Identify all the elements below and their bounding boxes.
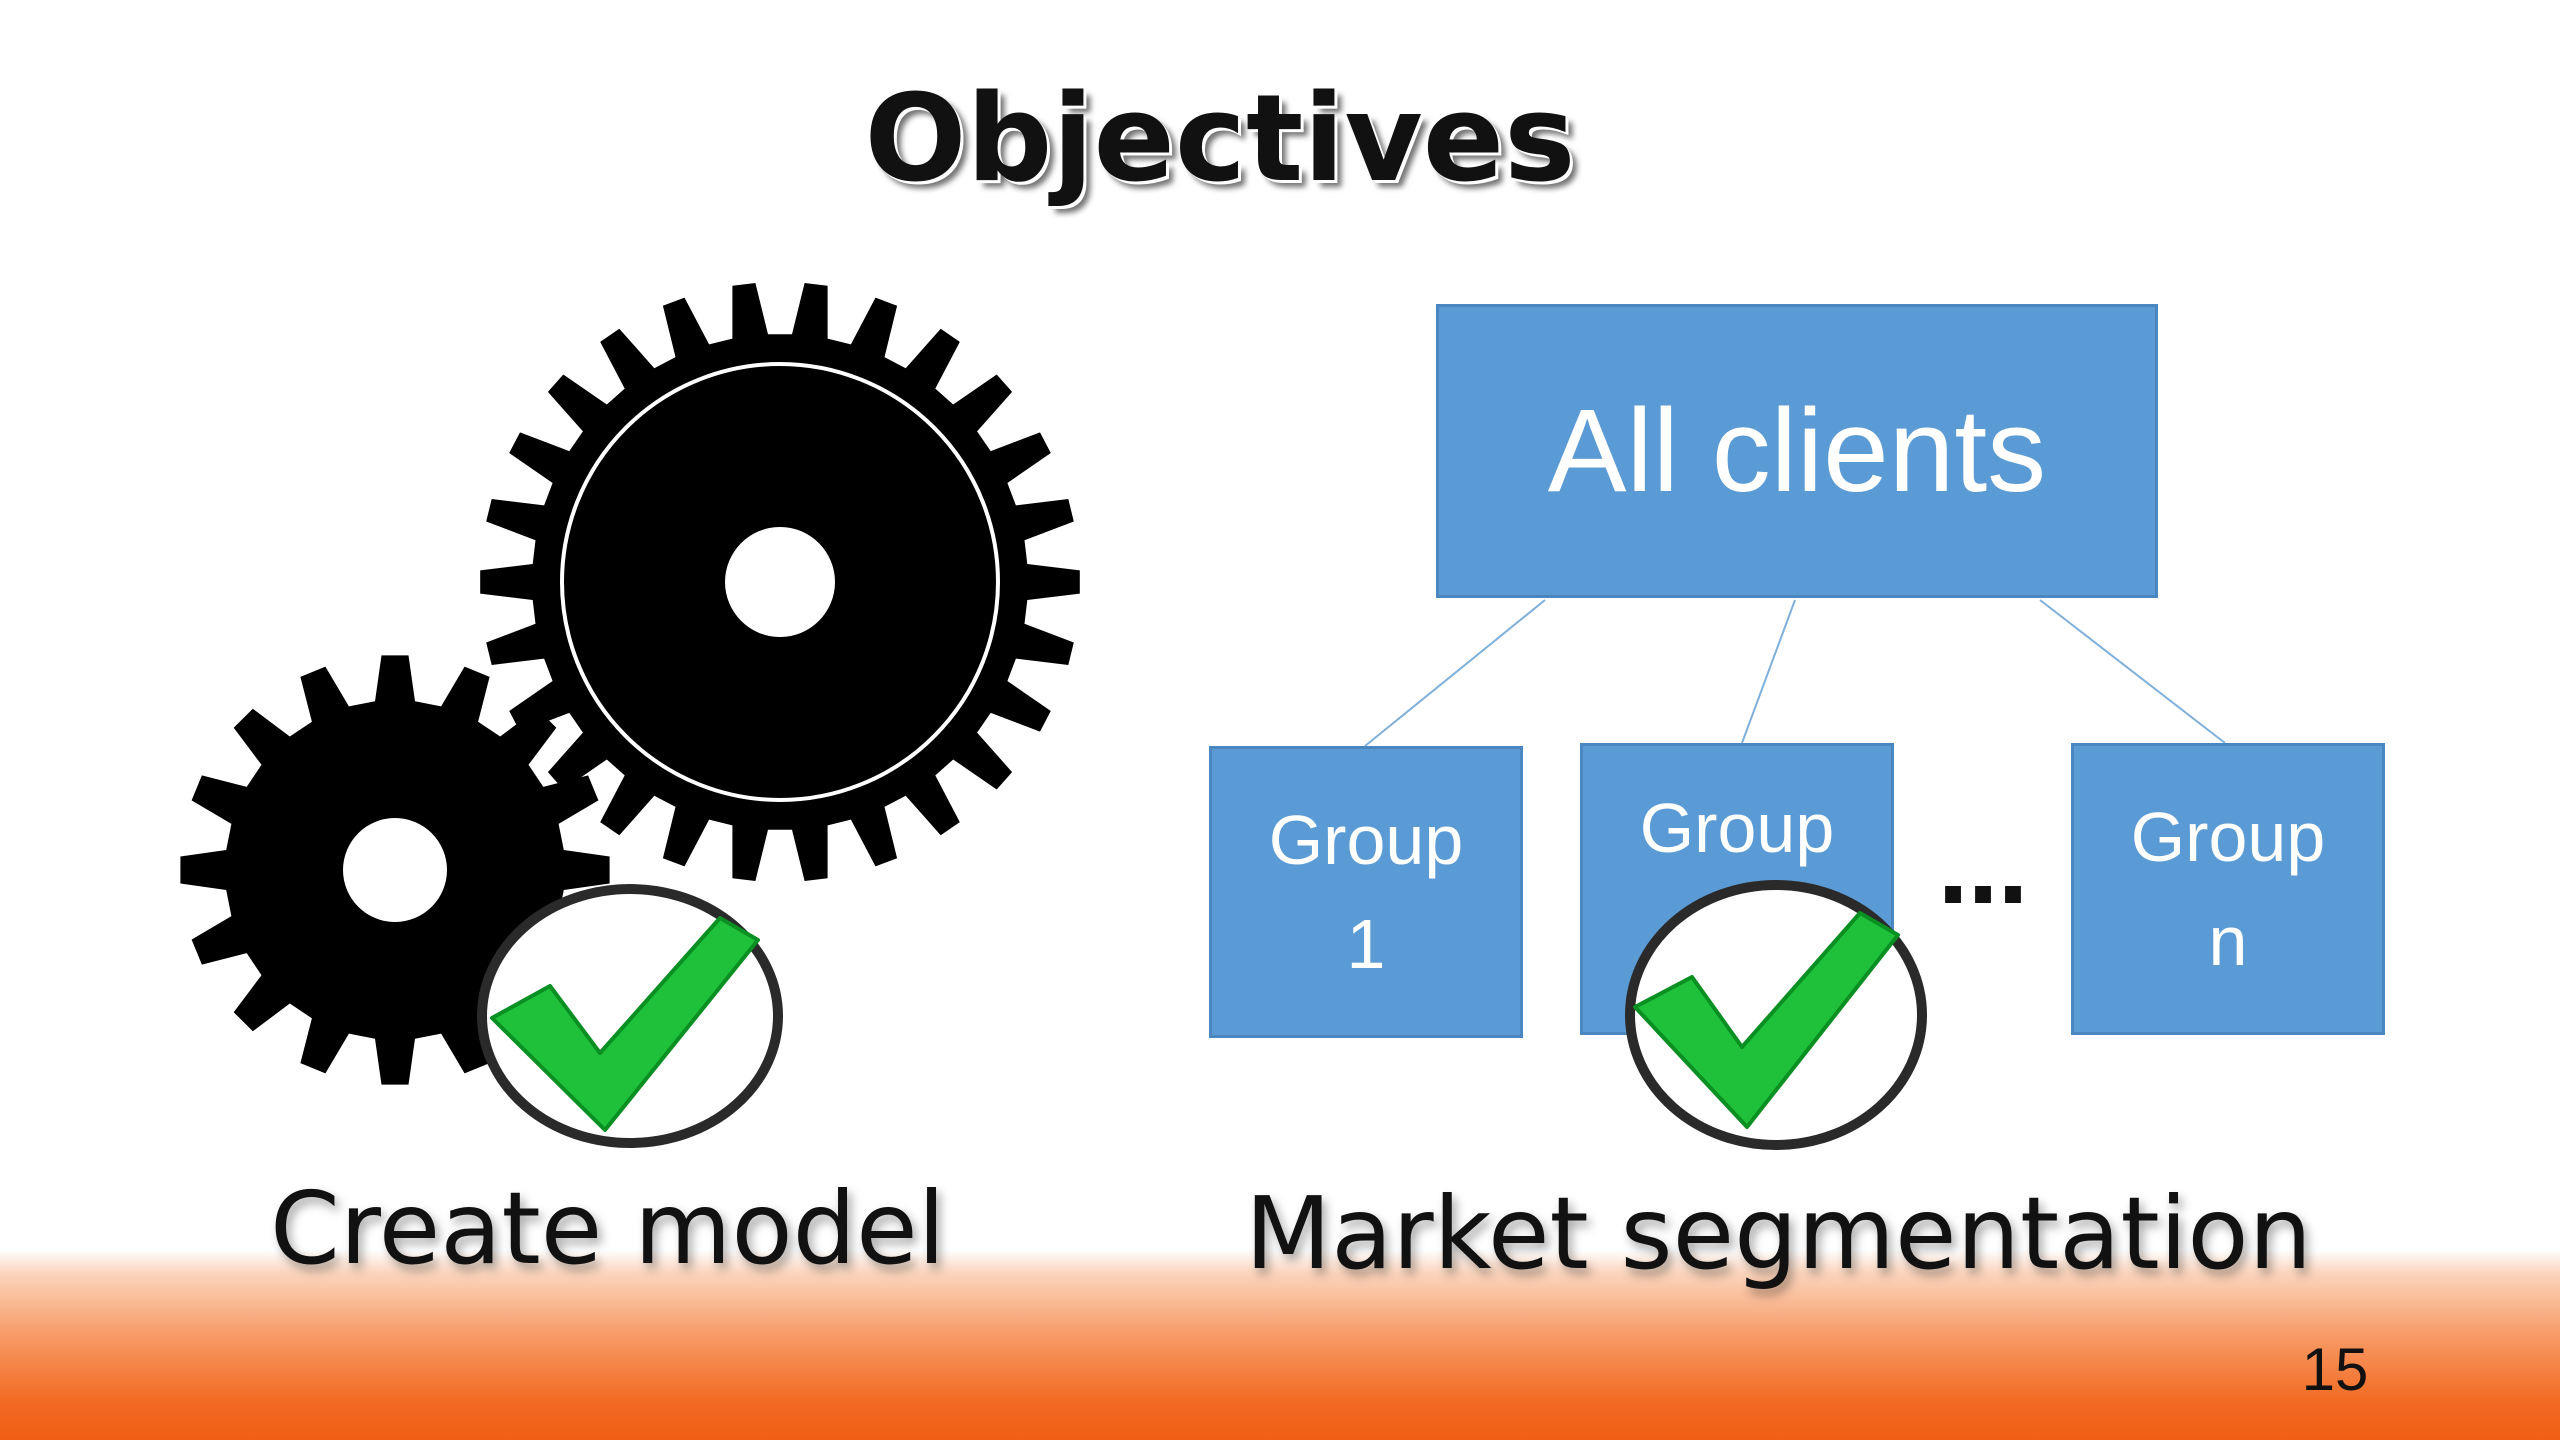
group-node-label: Group xyxy=(1639,789,1835,867)
group-node: Group 1 xyxy=(1209,746,1523,1038)
market-segmentation-check-badge xyxy=(1625,880,1927,1150)
connector-line xyxy=(2039,599,2226,744)
group-node: Group n xyxy=(2071,743,2385,1035)
checkmark-icon xyxy=(490,916,760,1132)
create-model-caption: Create model xyxy=(270,1170,946,1287)
large-gear-icon xyxy=(480,283,1080,881)
gear-hole xyxy=(725,527,835,637)
connector-line xyxy=(1741,599,1796,744)
group-node-index: 1 xyxy=(1346,905,1386,983)
footer-gradient-band xyxy=(0,1250,2560,1440)
page-number: 15 xyxy=(2301,1336,2369,1403)
gear-ring xyxy=(560,362,1000,802)
checkmark-icon xyxy=(1633,911,1900,1129)
create-model-check-badge xyxy=(477,884,783,1148)
gear-hole xyxy=(343,818,447,922)
ellipsis: … xyxy=(1938,820,2032,925)
group-node-label: Group xyxy=(2130,798,2326,876)
market-segmentation-caption: Market segmentation xyxy=(1245,1175,2312,1292)
connector-line xyxy=(1364,599,1546,747)
slide-title: Objectives xyxy=(864,70,1576,209)
all-clients-node: All clients xyxy=(1436,304,2158,598)
group-node-index: n xyxy=(2208,902,2248,980)
group-node-label: Group xyxy=(1268,801,1464,879)
gears-icon xyxy=(180,283,1080,1085)
